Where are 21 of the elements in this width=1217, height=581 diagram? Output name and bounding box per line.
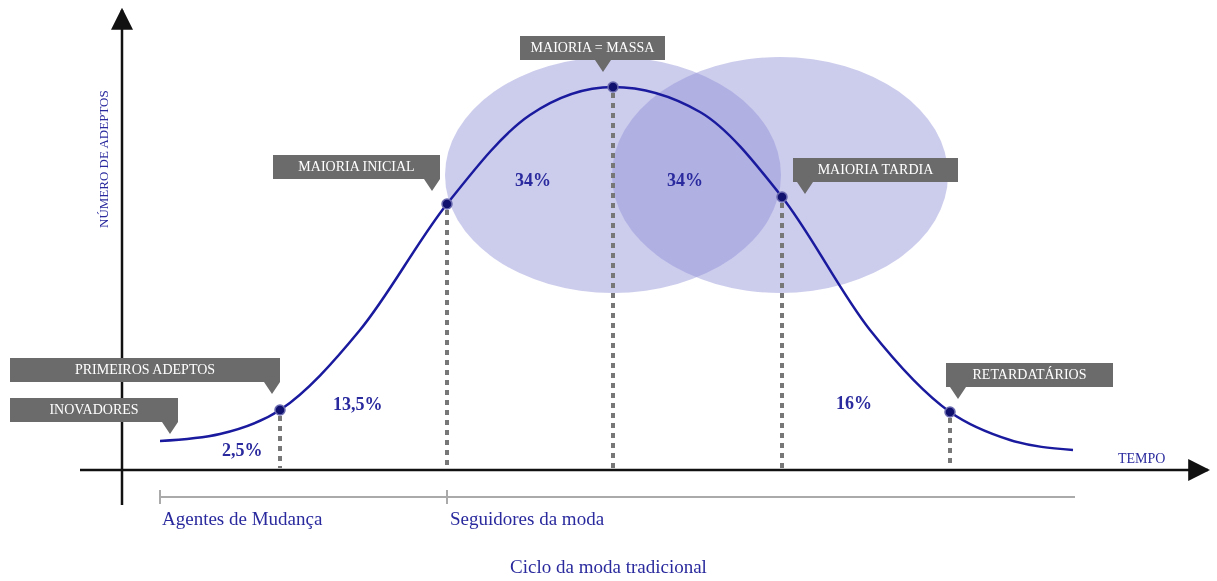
callout-tag xyxy=(10,358,280,394)
percentage-label: 2,5% xyxy=(222,440,263,461)
percentage-label: 13,5% xyxy=(333,394,383,415)
callout-label: MAIORIA = MASSA xyxy=(529,39,656,57)
percentage-label: 16% xyxy=(836,393,872,414)
group-label: Seguidores da moda xyxy=(450,508,605,530)
callout-label: INOVADORES xyxy=(48,401,140,419)
callout-label: MAIORIA INICIAL xyxy=(297,158,416,176)
group-label: Agentes de Mudança xyxy=(162,508,323,530)
caption: Ciclo da moda tradicional xyxy=(509,556,708,578)
callout-tag xyxy=(10,398,178,434)
axis-label: TEMPO xyxy=(1118,451,1166,467)
callout-tag xyxy=(520,36,665,72)
axis-label: NÚMERO DE ADEPTOS xyxy=(96,90,112,228)
callout-tag xyxy=(946,363,1113,399)
percentage-label: 34% xyxy=(667,170,703,191)
percentage-label: 34% xyxy=(515,170,551,191)
callout-label: PRIMEIROS ADEPTOS xyxy=(73,361,217,379)
callout-tag xyxy=(273,155,440,191)
callout-label: RETARDATÁRIOS xyxy=(971,365,1088,384)
callout-label: MAIORIA TARDIA xyxy=(816,161,935,179)
